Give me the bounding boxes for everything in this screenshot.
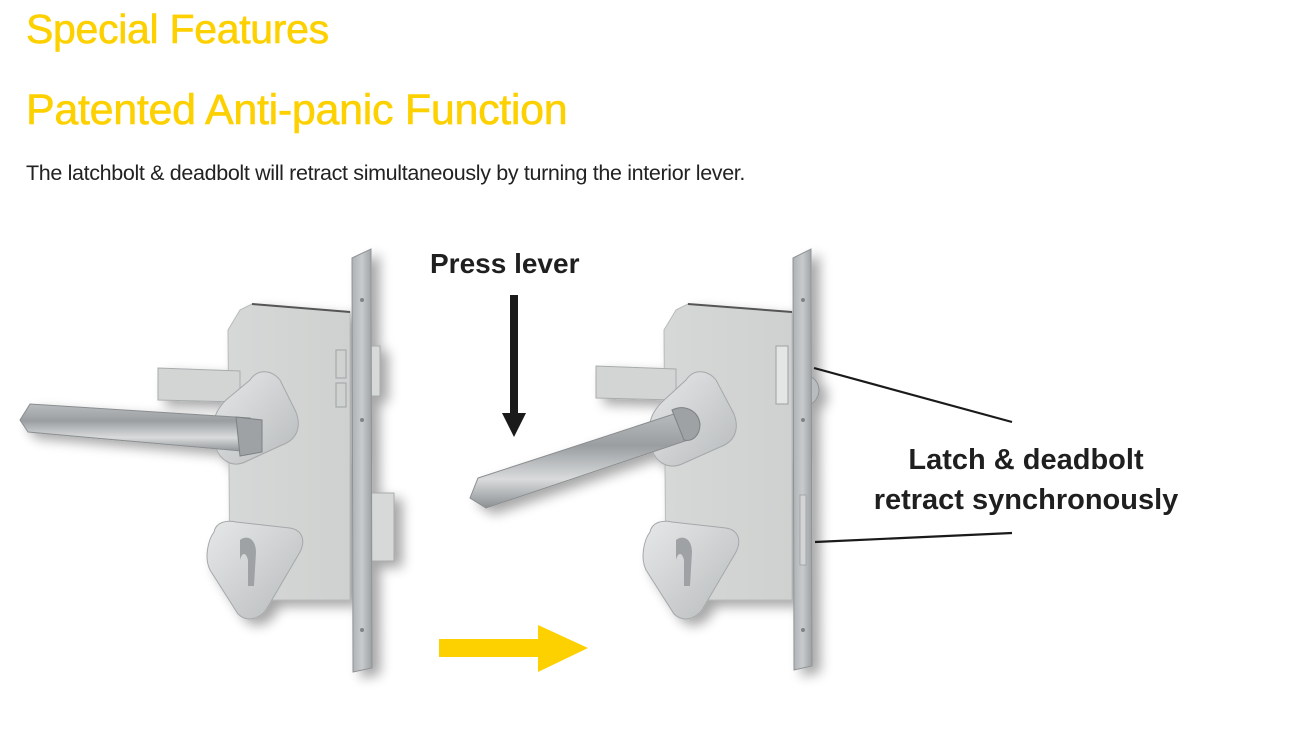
feature-description: The latchbolt & deadbolt will retract si… (26, 161, 746, 185)
transition-right-arrow-icon (439, 625, 588, 672)
press-down-arrow-icon (502, 295, 526, 437)
section-heading: Special Features (26, 6, 330, 53)
retract-callout: Latch & deadbolt retract synchronously (850, 440, 1202, 520)
feature-title: Patented Anti-panic Function (26, 86, 568, 135)
press-lever-callout: Press lever (430, 248, 580, 279)
deadbolt-leader-line (814, 531, 1013, 544)
faceplate (351, 248, 373, 673)
rear-lever (595, 365, 677, 401)
latch-leader-line (813, 366, 1013, 424)
lock-after (469, 248, 820, 671)
faceplate (792, 248, 813, 671)
lever-horizontal (19, 403, 253, 453)
deadbolt-retracted (799, 494, 807, 566)
retract-callout-line1: Latch & deadbolt (908, 444, 1144, 476)
lever-pressed (469, 411, 695, 509)
retract-callout-line2: retract synchronously (873, 484, 1179, 516)
rear-lever (157, 367, 241, 403)
lock-before (19, 248, 395, 673)
